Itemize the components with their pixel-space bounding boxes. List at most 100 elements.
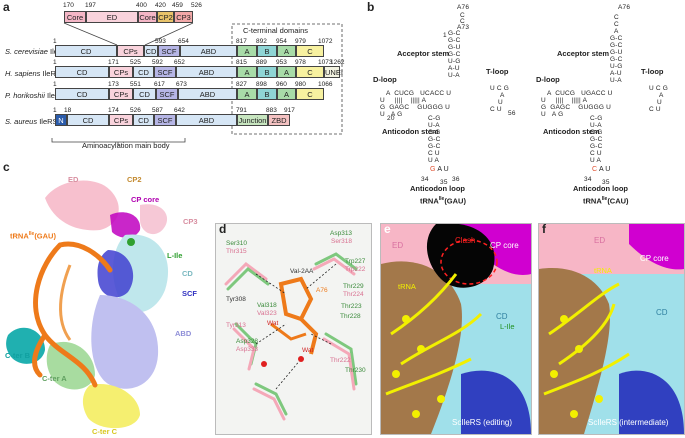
d-label-thr229: Thr229 <box>343 283 364 290</box>
anticodon-stem-label: Anticodon stem <box>382 127 439 136</box>
acceptor-stem-label: Acceptor stem <box>397 49 450 58</box>
pos-number: 1 <box>53 81 57 88</box>
c-label-cter-b: C-ter B <box>5 351 31 360</box>
top-number: 197 <box>85 2 96 9</box>
f-label-trna: tRNA <box>594 266 612 275</box>
anticodon-loop-label: Anticodon loop <box>573 184 628 193</box>
panel-e-surface <box>381 224 531 434</box>
d-label-wat: Wat <box>302 347 314 354</box>
d-label-val2aa: Val-2AA <box>290 268 314 275</box>
e-label-trna: tRNA <box>398 282 416 291</box>
domain-cter-b: B <box>257 45 277 57</box>
pos-number: 917 <box>284 107 295 114</box>
pos-number: 592 <box>152 59 163 66</box>
pos-number: 960 <box>276 81 287 88</box>
domain-scf: SCF <box>156 88 178 100</box>
f-label-ed: ED <box>594 236 606 245</box>
pos-number: 791 <box>236 107 247 114</box>
domain-cd: CD <box>55 45 117 57</box>
nt-36: 36 <box>452 176 460 183</box>
pos-number: 617 <box>154 81 165 88</box>
panel-f-surface <box>539 224 684 434</box>
f-label-cp-core: CP core <box>640 254 669 263</box>
pos-number: 525 <box>130 59 141 66</box>
nt-1: 1 <box>443 32 447 39</box>
e-label-ed: ED <box>392 241 404 250</box>
pos-number: 526 <box>130 107 141 114</box>
d-label-thr222: Thr222 <box>330 357 351 364</box>
panel-label-c: c <box>3 160 10 174</box>
domain-cter-c: C <box>296 45 324 57</box>
domain-cter-c: C <box>296 88 324 100</box>
pos-number: 978 <box>295 59 306 66</box>
nt-34: 34 <box>421 176 429 183</box>
c-label-cp3: CP3 <box>183 217 198 226</box>
trna-cau-name: tRNAIle(CAU) <box>583 196 629 206</box>
domain-n: N <box>55 114 67 126</box>
domain-cter-a: A <box>277 66 296 78</box>
pos-number: 827 <box>236 81 247 88</box>
nt-a73: A73 <box>457 24 470 31</box>
d-label-thr223: Thr223 <box>341 303 362 310</box>
tloop-label: T-loop <box>641 67 664 76</box>
d-label-ser318: Ser318 <box>331 238 352 245</box>
domain-cps: CPs <box>109 114 133 126</box>
domain-scf: SCF <box>158 45 180 57</box>
c-label-lile: L-Ile <box>167 251 183 260</box>
pos-number: 1072 <box>318 38 333 45</box>
panel-e-image <box>380 223 532 435</box>
pos-number: 953 <box>276 59 287 66</box>
top-number: 170 <box>63 2 74 9</box>
species-label: H. sapiens IleRS <box>5 69 61 78</box>
panel-f-image <box>538 223 685 435</box>
pos-number: 1066 <box>318 81 333 88</box>
domain-cter-b: B <box>257 88 277 100</box>
panel-label-f: f <box>542 222 546 236</box>
pos-number: 652 <box>174 59 185 66</box>
domain-core: Core <box>138 11 157 23</box>
top-number: 526 <box>191 2 202 9</box>
domain-unei: UNEI <box>324 66 343 78</box>
nt-56: 56 <box>508 110 516 117</box>
anticodon-loop-label: Anticodon loop <box>410 184 465 193</box>
domain-cter-a: A <box>277 88 296 100</box>
d-label-asp333: Asp333 <box>236 346 259 353</box>
panel-c-structure <box>6 180 169 429</box>
panel-label-a: a <box>3 0 10 14</box>
e-label-lile: L-Ile <box>500 322 515 331</box>
nt-35: 35 <box>602 179 610 186</box>
panel-d-structure <box>224 252 358 421</box>
panel-label-d: d <box>219 222 227 236</box>
pos-number: 883 <box>266 107 277 114</box>
pos-number: 817 <box>236 38 247 45</box>
panel-label-b: b <box>367 0 375 14</box>
domain-core: Core <box>64 11 86 23</box>
domain-zbd: ZBD <box>268 114 290 126</box>
domain-cd: CD <box>144 45 158 57</box>
main-body-label: Aminoacylation main body <box>82 141 170 150</box>
pos-number: 587 <box>152 107 163 114</box>
nt-35: 35 <box>440 179 448 186</box>
pos-number: 815 <box>236 59 247 66</box>
pos-number: 174 <box>108 107 119 114</box>
pos-number: 173 <box>108 81 119 88</box>
domain-cps: CPs <box>109 88 133 100</box>
pos-number: 889 <box>256 59 267 66</box>
domain-scf: SCF <box>154 66 176 78</box>
domain-cp3: CP3 <box>174 11 193 23</box>
domain-abd: ABD <box>180 45 237 57</box>
panel-a-lines <box>51 22 343 146</box>
d-label-thr230: Thr230 <box>345 367 366 374</box>
trna-gau-name: tRNAIle(GAU) <box>420 196 466 206</box>
pos-number: 551 <box>130 81 141 88</box>
pos-number: 642 <box>174 107 185 114</box>
pos-number: 980 <box>295 81 306 88</box>
pos-number: 979 <box>295 38 306 45</box>
e-label-cd: CD <box>496 312 508 321</box>
tloop-label: T-loop <box>486 67 509 76</box>
domain-cter-a: A <box>277 45 296 57</box>
